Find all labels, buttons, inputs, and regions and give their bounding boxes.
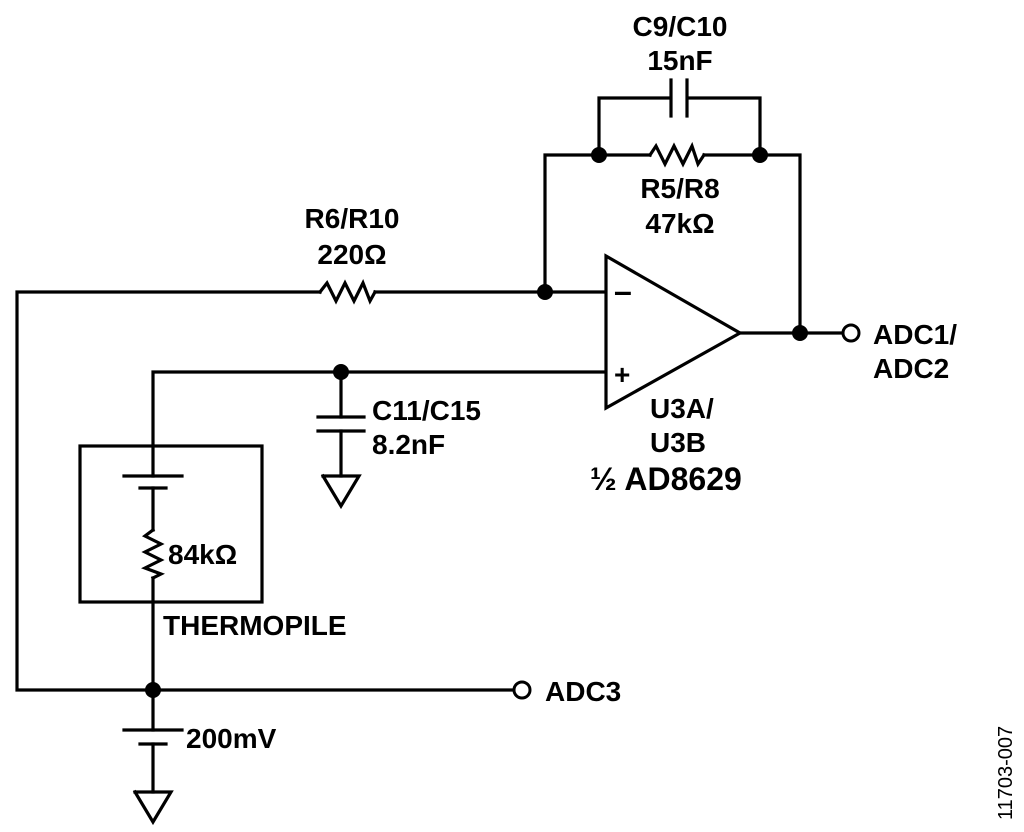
wire-fb-left: [543, 153, 652, 294]
opamp-ref-line1: U3A/: [650, 393, 714, 424]
terminal-adc3: [512, 680, 532, 700]
thermopile-resistance-label: 84kΩ: [168, 539, 237, 570]
terminal-adc1-adc2: [841, 323, 861, 343]
capacitor-c9-c10: [669, 78, 689, 118]
battery-value-label: 200mV: [186, 723, 277, 754]
resistor-r5-r8: [647, 141, 707, 168]
ground-icon: [132, 789, 174, 826]
thermopile-label: THERMOPILE: [163, 610, 347, 641]
junction-dot: [792, 325, 808, 341]
wire-c9-right: [686, 96, 762, 157]
c11-c15-value-label: 8.2nF: [372, 429, 445, 460]
ground-icon: [320, 473, 362, 510]
wire-fb-right: [702, 153, 802, 335]
r5-r8-ref-label: R5/R8: [640, 173, 719, 204]
figure-id-label: 11703-007: [995, 726, 1017, 820]
wire-noninv-input: [151, 370, 608, 478]
junction-dot: [752, 147, 768, 163]
junction-dots: [145, 147, 808, 698]
c9-c10-value-label: 15nF: [647, 45, 712, 76]
adc3-terminal-label: ADC3: [545, 676, 621, 707]
junction-dot: [537, 284, 553, 300]
output-terminal-label-line2: ADC2: [873, 353, 949, 384]
junction-dot: [333, 364, 349, 380]
battery-symbol: [122, 728, 184, 746]
junction-dot: [145, 682, 161, 698]
wires: [15, 96, 845, 794]
r6-r10-value-label: 220Ω: [317, 239, 386, 270]
r5-r8-value-label: 47kΩ: [645, 208, 714, 239]
opamp-symbol: [604, 253, 744, 411]
output-terminal-label-line1: ADC1/: [873, 319, 957, 350]
opamp-plus-label: +: [614, 359, 630, 390]
c11-c15-ref-label: C11/C15: [372, 395, 481, 426]
wire-left-loop: [15, 290, 322, 692]
r6-r10-ref-label: R6/R10: [305, 203, 400, 234]
resistor-thermopile: [141, 527, 165, 581]
resistor-r6-r10: [317, 279, 378, 305]
opamp-ref-line2: U3B: [650, 427, 706, 458]
capacitor-c11-c15: [316, 415, 366, 433]
wire-c9-left: [597, 96, 672, 157]
c9-c10-ref-label: C9/C10: [633, 11, 728, 42]
opamp-part-label: ½ AD8629: [590, 461, 742, 497]
junction-dot: [591, 147, 607, 163]
opamp-minus-label: –: [614, 273, 632, 309]
thermopile-box: [78, 444, 264, 604]
